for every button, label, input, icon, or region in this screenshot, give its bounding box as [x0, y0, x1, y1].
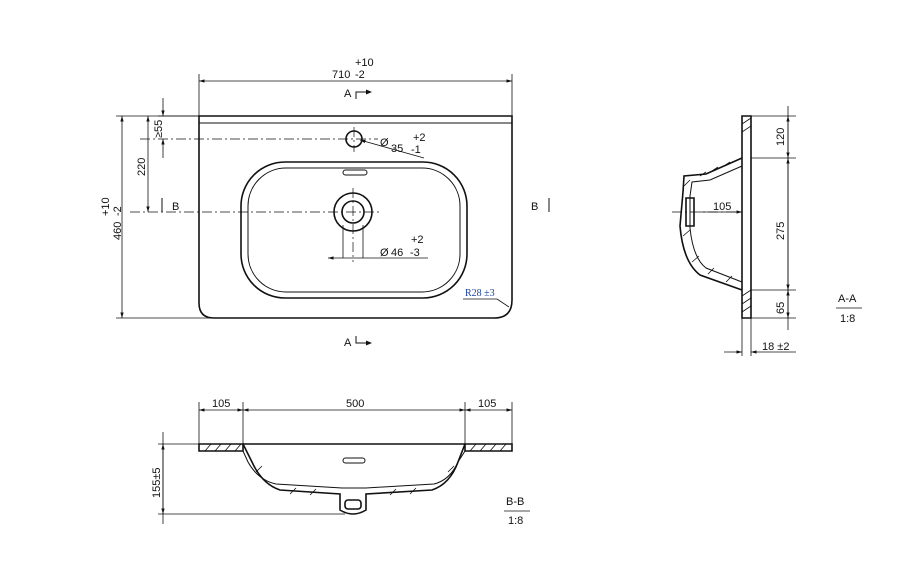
section-a-bottom-marker — [355, 336, 370, 344]
width-tol-plus: +10 — [355, 57, 374, 69]
tap-offset-value: ≥55 — [153, 120, 165, 138]
section-a-bottom-label: A — [344, 337, 352, 349]
width-value: 710 — [332, 69, 350, 81]
side-dim-mid: 275 — [775, 222, 787, 240]
hatch — [409, 487, 417, 495]
hatch — [691, 255, 700, 263]
side-bowl-profile-inner — [689, 165, 743, 283]
hatch — [682, 229, 691, 237]
hatch — [499, 443, 507, 452]
hatch — [224, 443, 232, 452]
front-bowl-inner — [242, 450, 466, 489]
hatch — [447, 465, 455, 473]
hatch — [741, 117, 752, 125]
tap-hole-sym: Ø — [380, 137, 389, 149]
side-dim-wall: 18 ±2 — [762, 341, 789, 353]
side-overflow — [685, 197, 695, 227]
front-dim-center: 500 — [346, 398, 364, 410]
drain-hole-tol-plus: +2 — [411, 234, 424, 246]
drain-hole-tol-minus: -3 — [410, 247, 420, 259]
hatch — [699, 171, 707, 177]
side-dim-top: 120 — [775, 128, 787, 146]
tap-hole-tol-minus: -1 — [411, 144, 421, 156]
front-section-scale: 1:8 — [508, 515, 523, 527]
bowl-inner — [247, 167, 461, 293]
front-bowl-outer — [242, 443, 466, 515]
section-a-top-marker — [355, 91, 370, 99]
drain-hole-sym: Ø — [380, 247, 389, 259]
hatch — [741, 125, 752, 133]
front-section-label: B-B — [506, 496, 524, 508]
hatch — [725, 275, 733, 283]
hatch — [204, 443, 212, 452]
section-a-top-arrow — [366, 89, 372, 95]
hatch — [289, 487, 297, 495]
side-section-label: A-A — [838, 293, 857, 305]
hatch — [741, 305, 752, 313]
bowl-outer — [240, 161, 468, 299]
hatch — [707, 267, 715, 275]
hatch — [741, 297, 752, 305]
width-tol-minus: -2 — [355, 69, 365, 81]
front-overflow-slot — [342, 457, 366, 464]
drain-hole-value: 46 — [391, 247, 403, 259]
section-b-right-label: B — [531, 201, 538, 213]
hatch — [255, 465, 263, 473]
hatch — [309, 488, 317, 496]
hatch — [469, 443, 477, 452]
top-view: +10 710 -2 A A B B +10 460 -2 220 ≥55 Ø … — [100, 57, 550, 349]
front-dim-left: 105 — [212, 398, 230, 410]
hatch — [214, 443, 222, 452]
basin-top-outline — [198, 115, 513, 319]
side-section-scale: 1:8 — [840, 313, 855, 325]
section-b-left-label: B — [172, 201, 179, 213]
tap-hole-tol-plus: +2 — [413, 132, 426, 144]
corner-radius-leader — [496, 298, 510, 308]
hatch — [489, 443, 497, 452]
front-drain-outlet — [344, 499, 362, 510]
hatch — [723, 161, 731, 167]
side-dim-drain: 105 — [713, 201, 731, 213]
hatch — [741, 289, 752, 297]
depth-tol-minus: -2 — [112, 206, 124, 216]
side-back-wall — [741, 115, 752, 319]
hatch — [389, 488, 397, 496]
hatch — [234, 443, 242, 452]
hatch — [479, 443, 487, 452]
hatch — [711, 166, 719, 172]
overflow-slot — [342, 169, 368, 176]
front-dim-height: 155±5 — [151, 467, 163, 498]
section-a-top-label: A — [344, 88, 352, 100]
side-dim-bottom: 65 — [775, 302, 787, 314]
side-section-aa: 120 275 65 105 18 ±2 A-A 1:8 — [672, 106, 862, 356]
tap-hole-value: 35 — [391, 143, 403, 155]
depth-tol-plus: +10 — [100, 197, 112, 216]
section-a-bottom-arrow — [366, 340, 372, 346]
front-deck-right — [464, 443, 513, 452]
side-bowl-profile-outer — [679, 157, 743, 291]
front-dim-right: 105 — [478, 398, 496, 410]
depth-value: 460 — [112, 222, 124, 240]
corner-radius-label: R28 ±3 — [465, 288, 495, 299]
hatch — [683, 179, 691, 187]
tap-hole-leader — [359, 139, 425, 159]
front-section-bb: 105 500 105 155±5 B-B 1:8 — [151, 398, 530, 527]
drain-offset-value: 220 — [136, 158, 148, 176]
